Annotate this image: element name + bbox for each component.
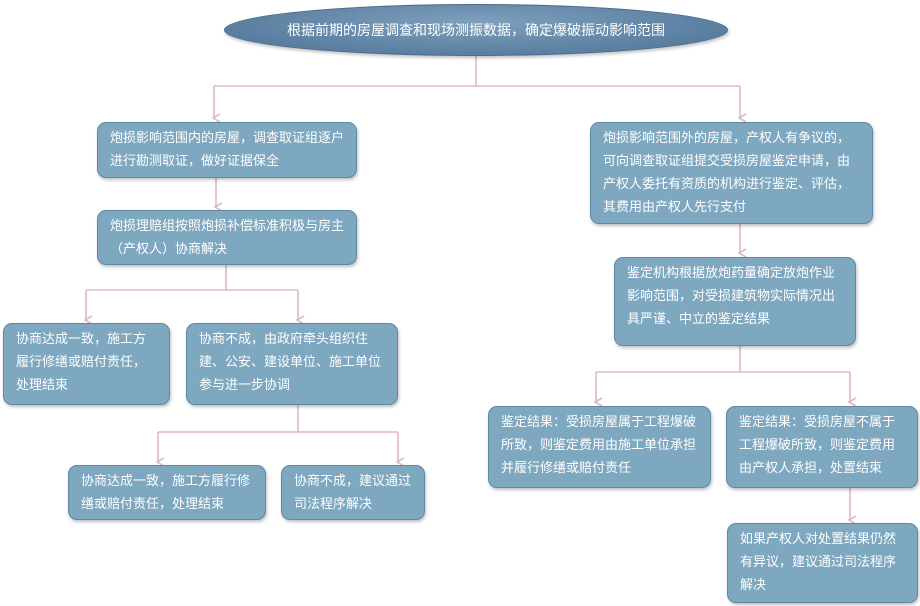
- node-agree-1-text: 协商达成一致，施工方履行修缮或赔付责任，处理结束: [16, 332, 147, 393]
- root-node: 根据前期的房屋调查和现场测振数据，确定爆破振动影响范围: [224, 4, 728, 56]
- node-outside-range: 炮损影响范围外的房屋，产权人有争议的，可向调查取证组提交受损房屋鉴定申请，由产权…: [590, 122, 873, 224]
- node-agree-2: 协商达成一致，施工方履行修缮或赔付责任，处理结束: [68, 465, 266, 520]
- node-claims-group-text: 炮损理赔组按照炮损补偿标准积极与房主（产权人）协商解决: [110, 219, 345, 257]
- node-agree-1: 协商达成一致，施工方履行修缮或赔付责任，处理结束: [3, 323, 170, 405]
- node-appraisal: 鉴定机构根据放炮药量确定放炮作业影响范围，对受损建筑物实际情况出具严谨、中立的鉴…: [614, 257, 856, 346]
- node-result-not-caused-text: 鉴定结果：受损房屋不属于工程爆破所致，则鉴定费用由产权人承担，处置结束: [739, 415, 896, 476]
- node-result-caused-text: 鉴定结果：受损房屋属于工程爆破所致，则鉴定费用由施工单位承担并履行修缮或赔付责任: [501, 415, 697, 476]
- node-disagree-1-text: 协商不成，由政府牵头组织住建、公安、建设单位、施工单位参与进一步协调: [199, 332, 382, 393]
- node-result-caused: 鉴定结果：受损房屋属于工程爆破所致，则鉴定费用由施工单位承担并履行修缮或赔付责任: [488, 406, 711, 488]
- node-outside-range-text: 炮损影响范围外的房屋，产权人有争议的，可向调查取证组提交受损房屋鉴定申请，由产权…: [603, 131, 851, 215]
- node-result-not-caused: 鉴定结果：受损房屋不属于工程爆破所致，则鉴定费用由产权人承担，处置结束: [726, 406, 918, 488]
- connector-root-split: [214, 56, 740, 87]
- root-node-text: 根据前期的房屋调查和现场测振数据，确定爆破振动影响范围: [287, 23, 665, 39]
- connector-claims-split: [86, 265, 298, 291]
- node-still-dispute: 如果产权人对处置结果仍然有异议，建议通过司法程序解决: [727, 523, 918, 603]
- connector-appraisal-split: [596, 346, 850, 373]
- node-agree-2-text: 协商达成一致，施工方履行修缮或赔付责任，处理结束: [81, 474, 251, 512]
- connector-disagree-1-split: [158, 405, 398, 433]
- node-still-dispute-text: 如果产权人对处置结果仍然有异议，建议通过司法程序解决: [740, 532, 897, 593]
- node-inside-range: 炮损影响范围内的房屋，调查取证组逐户进行勘测取证，做好证据保全: [97, 122, 357, 178]
- node-appraisal-text: 鉴定机构根据放炮药量确定放炮作业影响范围，对受损建筑物实际情况出具严谨、中立的鉴…: [627, 266, 836, 327]
- node-disagree-2-text: 协商不成，建议通过司法程序解决: [294, 474, 412, 512]
- node-disagree-2: 协商不成，建议通过司法程序解决: [281, 465, 425, 520]
- node-disagree-1: 协商不成，由政府牵头组织住建、公安、建设单位、施工单位参与进一步协调: [186, 323, 398, 405]
- node-claims-group: 炮损理赔组按照炮损补偿标准积极与房主（产权人）协商解决: [97, 210, 357, 265]
- node-inside-range-text: 炮损影响范围内的房屋，调查取证组逐户进行勘测取证，做好证据保全: [110, 131, 345, 169]
